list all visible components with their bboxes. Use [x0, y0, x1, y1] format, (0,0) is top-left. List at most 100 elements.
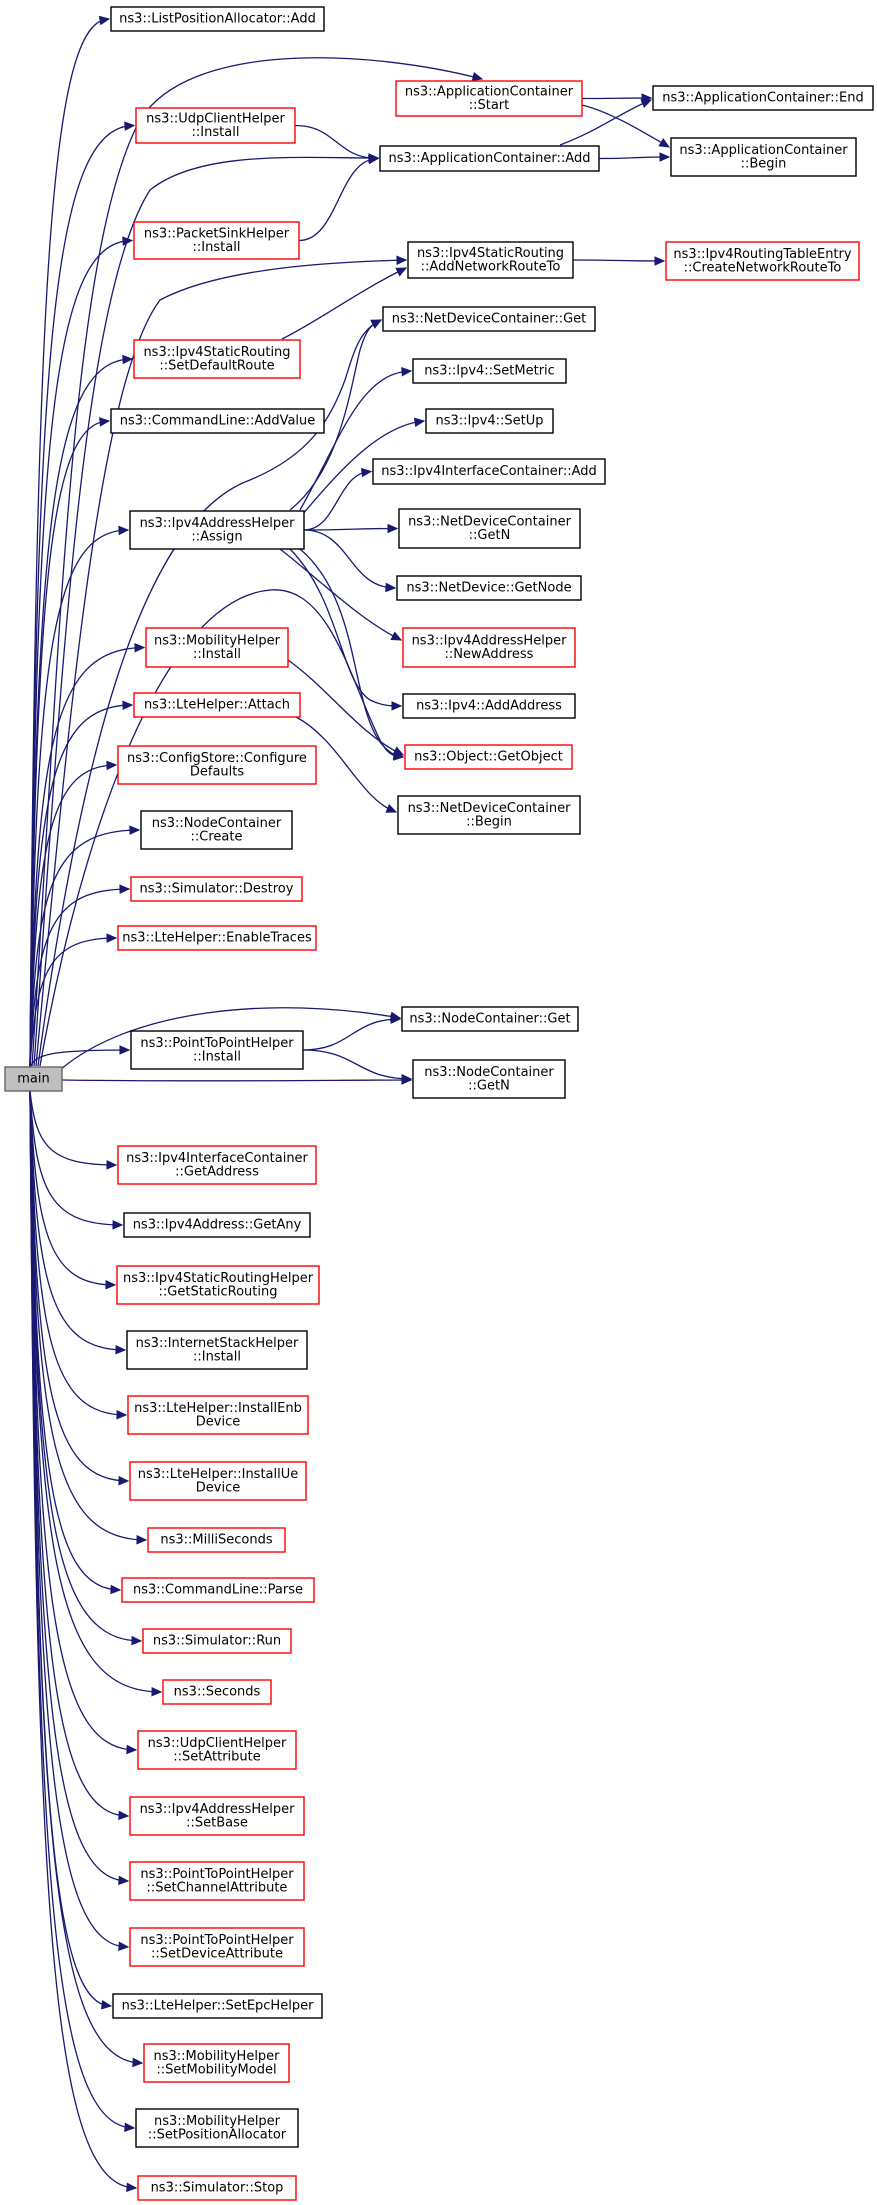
node-ipv4-setup[interactable]: ns3::Ipv4::SetUp: [425, 408, 554, 434]
edge-iah-assign-to-ipv4-setup: [301, 420, 425, 516]
node-iic-add[interactable]: ns3::Ipv4InterfaceContainer::Add: [372, 458, 606, 485]
node-iah-newaddress[interactable]: ns3::Ipv4AddressHelper::NewAddress: [402, 627, 576, 668]
node-label: ::CreateNetworkRouteTo: [684, 260, 842, 275]
edge-main-to-ndc-get: [37, 319, 382, 1067]
arrowhead: [401, 366, 413, 377]
arrowhead: [385, 803, 398, 813]
node-ndc-begin[interactable]: ns3::NetDeviceContainer::Begin: [397, 795, 581, 835]
node-ipv4-addaddress[interactable]: ns3::Ipv4::AddAddress: [402, 693, 576, 719]
node-box: [135, 107, 296, 144]
node-box: [4, 1066, 63, 1092]
node-label: ns3::ConfigStore::Configure: [127, 751, 307, 766]
node-box: [652, 85, 874, 111]
node-label: ns3::Simulator::Run: [153, 1634, 281, 1649]
node-iic-getaddress[interactable]: ns3::Ipv4InterfaceContainer::GetAddress: [117, 1145, 317, 1185]
arrowhead: [126, 1744, 138, 1755]
edge-main-to-mh-setposalloc: [29, 1090, 135, 2129]
node-nc-get[interactable]: ns3::NodeContainer::Get: [401, 1006, 579, 1032]
node-box: [126, 1330, 308, 1370]
node-psh-install[interactable]: ns3::PacketSinkHelper::Install: [133, 221, 300, 260]
node-ipv4-setmetric[interactable]: ns3::Ipv4::SetMetric: [412, 358, 567, 384]
node-nc-create[interactable]: ns3::NodeContainer::Create: [140, 810, 293, 850]
edge-iah-assign-to-iah-newaddress: [279, 548, 402, 641]
node-box: [140, 810, 293, 850]
node-ac-end[interactable]: ns3::ApplicationContainer::End: [652, 85, 874, 111]
node-label: ns3::CommandLine::Parse: [133, 1583, 303, 1598]
edge-psh-install-to-ac-add: [298, 157, 379, 242]
node-label: ns3::NetDevice::GetNode: [406, 581, 571, 596]
node-p2p-setdevice[interactable]: ns3::PointToPointHelper::SetDeviceAttrib…: [129, 1927, 305, 1967]
node-sim-stop[interactable]: ns3::Simulator::Stop: [137, 2175, 297, 2201]
node-box: [133, 692, 301, 718]
node-udpch-setattr[interactable]: ns3::UdpClientHelper::SetAttribute: [137, 1730, 297, 1770]
node-box: [129, 1861, 305, 1901]
edge-iah-assign-to-ipv4-setmetric: [299, 370, 412, 511]
node-sim-destroy[interactable]: ns3::Simulator::Destroy: [130, 876, 303, 902]
node-box: [401, 1006, 579, 1032]
node-p2p-install[interactable]: ns3::PointToPointHelper::Install: [130, 1030, 304, 1070]
node-label: ns3::MilliSeconds: [160, 1533, 273, 1548]
node-nd-getnode[interactable]: ns3::NetDevice::GetNode: [396, 575, 582, 601]
node-irte-create[interactable]: ns3::Ipv4RoutingTableEntry::CreateNetwor…: [665, 241, 860, 281]
node-label: ns3::Ipv4AddressHelper: [140, 1802, 296, 1817]
arrowhead: [392, 746, 405, 756]
node-lpa-add[interactable]: ns3::ListPositionAllocator::Add: [110, 6, 325, 32]
node-box: [110, 6, 325, 32]
arrowhead: [106, 760, 118, 771]
node-label: ns3::MobilityHelper: [153, 2049, 280, 2064]
arrowhead: [122, 354, 134, 365]
node-label: ::NewAddress: [445, 647, 534, 662]
node-label: ns3::Ipv4InterfaceContainer::Add: [381, 464, 597, 479]
node-ndc-get[interactable]: ns3::NetDeviceContainer::Get: [382, 306, 596, 332]
node-lte-enabletraces[interactable]: ns3::LteHelper::EnableTraces: [117, 925, 317, 951]
node-seconds[interactable]: ns3::Seconds: [162, 1679, 272, 1705]
node-p2p-setchannel[interactable]: ns3::PointToPointHelper::SetChannelAttri…: [129, 1861, 305, 1901]
edge-main-to-lte-attach: [29, 704, 133, 1068]
arrowhead: [116, 1409, 128, 1420]
node-label: ::GetStaticRouting: [159, 1284, 278, 1299]
node-label: ns3::NetDeviceContainer: [408, 801, 572, 816]
node-box: [412, 358, 567, 384]
node-label: ns3::Simulator::Stop: [151, 2181, 284, 2196]
node-mh-install[interactable]: ns3::MobilityHelper::Install: [145, 627, 289, 668]
edge-iah-assign-to-nd-getnode: [303, 529, 396, 589]
node-sim-run[interactable]: ns3::Simulator::Run: [142, 1628, 292, 1654]
node-millis[interactable]: ns3::MilliSeconds: [147, 1527, 286, 1553]
node-box: [110, 408, 325, 434]
node-nc-getn[interactable]: ns3::NodeContainer::GetN: [412, 1059, 566, 1099]
node-ac-start[interactable]: ns3::ApplicationContainer::Start: [395, 80, 583, 117]
node-cl-addvalue[interactable]: ns3::CommandLine::AddValue: [110, 408, 325, 434]
node-ac-add[interactable]: ns3::ApplicationContainer::Add: [379, 145, 600, 172]
node-box: [117, 925, 317, 951]
node-label: ns3::NodeContainer: [152, 816, 282, 831]
node-main: main: [4, 1066, 63, 1092]
edge-udpch-install-to-ac-add: [294, 124, 379, 160]
edge-main-to-sim-stop: [29, 1090, 137, 2189]
node-ac-begin[interactable]: ns3::ApplicationContainer::Begin: [670, 137, 857, 177]
node-isrh-getstatic[interactable]: ns3::Ipv4StaticRoutingHelper::GetStaticR…: [116, 1265, 320, 1305]
node-ndc-getn[interactable]: ns3::NetDeviceContainer::GetN: [398, 508, 581, 549]
node-label: ns3::ApplicationContainer: [405, 84, 574, 99]
node-iah-assign[interactable]: ns3::Ipv4AddressHelper::Assign: [129, 510, 305, 550]
node-ipv4addr-getany[interactable]: ns3::Ipv4Address::GetAny: [123, 1212, 311, 1238]
node-label: ns3::Seconds: [174, 1685, 261, 1700]
edge-main-to-nc-getn: [61, 1079, 412, 1082]
node-label: ::GetAddress: [175, 1164, 259, 1179]
node-label: Device: [196, 1414, 240, 1429]
node-label: Defaults: [190, 764, 244, 779]
node-cl-parse[interactable]: ns3::CommandLine::Parse: [121, 1577, 315, 1603]
node-ish-install[interactable]: ns3::InternetStackHelper::Install: [126, 1330, 308, 1370]
node-lte-setepc[interactable]: ns3::LteHelper::SetEpcHelper: [112, 1993, 323, 2019]
node-lte-attach[interactable]: ns3::LteHelper::Attach: [133, 692, 301, 718]
node-iah-setbase[interactable]: ns3::Ipv4AddressHelper::SetBase: [129, 1796, 305, 1836]
node-isr-setdefault[interactable]: ns3::Ipv4StaticRouting::SetDefaultRoute: [133, 339, 301, 379]
node-udpch-install[interactable]: ns3::UdpClientHelper::Install: [135, 107, 296, 144]
node-mh-setposalloc[interactable]: ns3::MobilityHelper::SetPositionAllocato…: [135, 2108, 299, 2148]
node-obj-getobject[interactable]: ns3::Object::GetObject: [404, 744, 573, 770]
node-box: [137, 2175, 297, 2201]
node-isr-addnet[interactable]: ns3::Ipv4StaticRouting::AddNetworkRouteT…: [407, 241, 574, 279]
node-mh-setmobility[interactable]: ns3::MobilityHelper::SetMobilityModel: [143, 2043, 290, 2083]
